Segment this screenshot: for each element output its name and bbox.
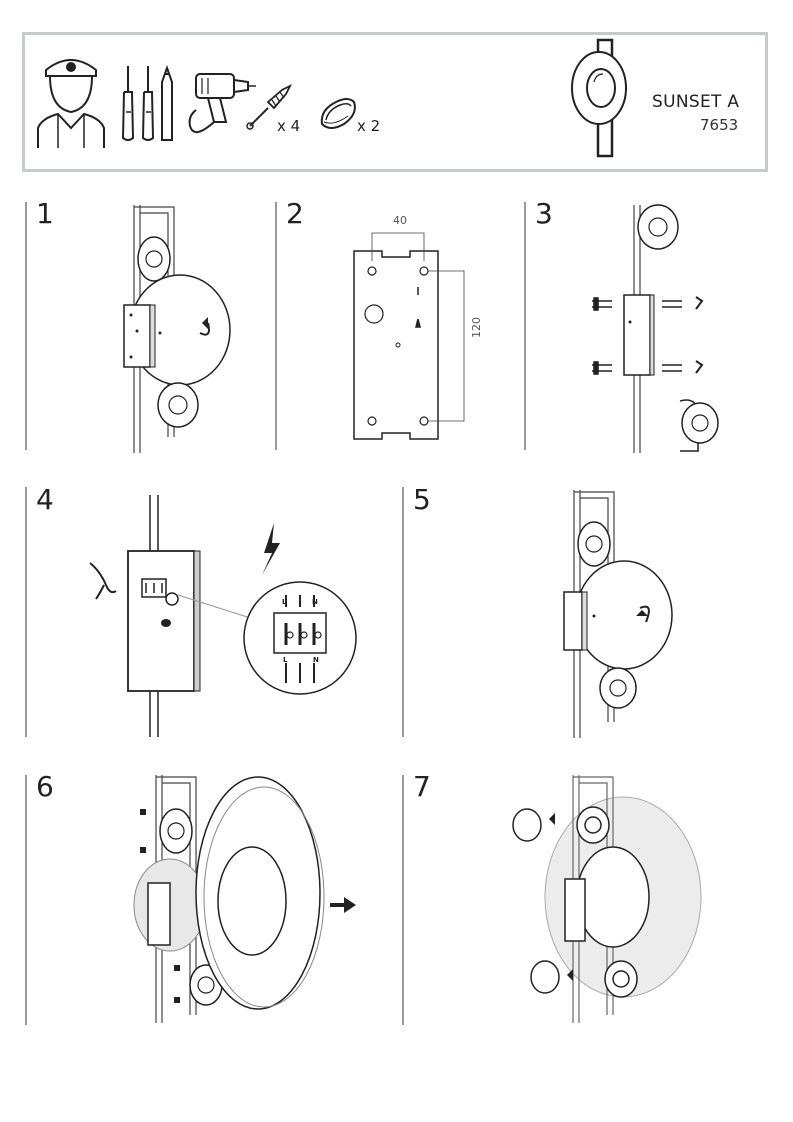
height-dimension: 120 xyxy=(470,317,483,338)
pencil-icon xyxy=(161,65,173,141)
step5-figure xyxy=(563,490,673,738)
cap-quantity: x 2 xyxy=(357,117,381,135)
step6-figure xyxy=(133,775,356,1023)
screwdrivers-icon xyxy=(121,66,155,141)
step-divider xyxy=(275,202,277,450)
step7-figure xyxy=(512,775,702,1023)
step-number: 5 xyxy=(413,483,431,516)
drill-icon xyxy=(188,73,256,133)
step-number: 3 xyxy=(535,197,553,230)
product-code: 7653 xyxy=(700,116,739,134)
installer-icon xyxy=(37,59,105,148)
step-number: 2 xyxy=(286,197,304,230)
step-number: 7 xyxy=(413,770,431,803)
terminal-l-label-lower: L xyxy=(283,656,288,664)
terminal-n-label: N xyxy=(312,598,318,606)
terminal-n-label-lower: N xyxy=(313,656,319,664)
step2-plate-figure xyxy=(353,232,465,440)
step-divider xyxy=(524,202,526,450)
step-divider xyxy=(25,202,27,450)
step-divider xyxy=(402,487,404,737)
cap-icon xyxy=(320,98,356,129)
tools-header-panel xyxy=(22,32,768,172)
width-dimension: 40 xyxy=(393,214,407,227)
product-illustration xyxy=(571,38,627,158)
step4-wiring-figure xyxy=(89,495,357,737)
screw-quantity: x 4 xyxy=(277,117,301,135)
step-number: 4 xyxy=(36,483,54,516)
terminal-l-label: L xyxy=(282,598,287,606)
step-divider xyxy=(402,775,404,1025)
product-name: SUNSET A xyxy=(652,92,740,112)
step3-figure xyxy=(592,204,719,453)
screw-anchor-icon xyxy=(246,83,293,130)
step-number: 1 xyxy=(36,197,54,230)
step1-figure xyxy=(123,205,231,453)
step-divider xyxy=(25,775,27,1025)
step-number: 6 xyxy=(36,770,54,803)
step-divider xyxy=(25,487,27,737)
